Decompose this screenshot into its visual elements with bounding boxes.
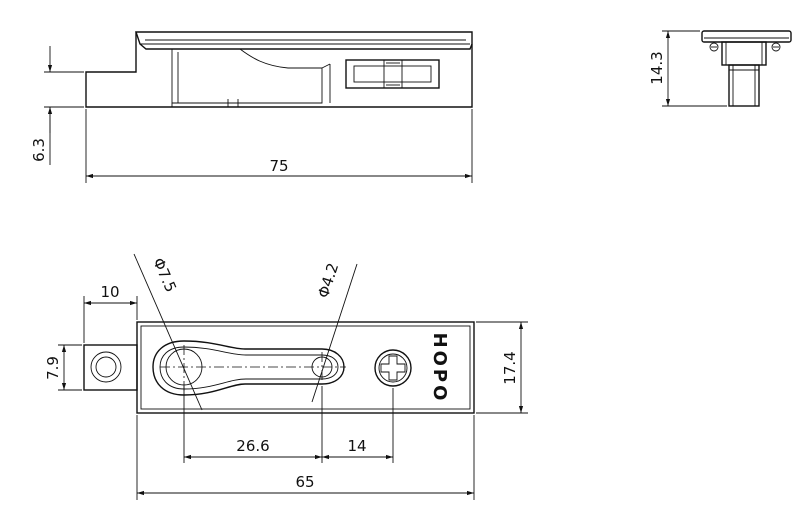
- side-view-slider-knob: [383, 59, 403, 89]
- side-view-slider-window: [345, 59, 440, 89]
- side-view-inner-line: [321, 63, 331, 69]
- dim-screw-offset-label: 14: [347, 437, 366, 455]
- dim-side-length-label: 75: [269, 157, 288, 175]
- top-view-base-plate: [136, 321, 475, 414]
- top-view-keyhole-slot: [152, 340, 345, 396]
- top-view-screw-rim: [378, 353, 408, 383]
- end-view-neck: [721, 41, 767, 66]
- dim-side-height-label: 6.3: [30, 138, 48, 162]
- end-view-screw: [771, 42, 781, 52]
- side-view-slider: [353, 65, 432, 83]
- side-view-body: [85, 32, 473, 108]
- end-view-cap: [701, 30, 792, 43]
- top-view-boss: [83, 344, 138, 391]
- dim-leader: [133, 253, 203, 411]
- top-view: HOPO 10 7.9 Φ7.5 Φ4.2 26.6 14 65: [44, 253, 528, 500]
- top-view-boss-hole: [95, 356, 117, 378]
- end-view-screw: [709, 42, 719, 52]
- phillips-icon: [380, 355, 406, 381]
- side-view-inner-contour: [171, 48, 323, 104]
- dim-end-height-label: 14.3: [648, 51, 666, 84]
- dim-small-diameter-label: Φ4.2: [314, 261, 342, 300]
- top-view-boss-ring: [90, 351, 122, 383]
- dim-leader: [311, 263, 358, 403]
- dim-base-width-label: 17.4: [501, 351, 519, 384]
- dim-slot-length-label: 26.6: [236, 437, 269, 455]
- hopo-logo: HOPO: [429, 333, 450, 404]
- side-view-top-cap: [135, 31, 473, 50]
- end-view-stem: [728, 64, 760, 107]
- top-view-keyhole-inner: [159, 346, 339, 390]
- hopo-logo-text: HOPO: [429, 333, 450, 404]
- top-view-screw-head: [374, 349, 412, 387]
- top-view-base-inner: [140, 325, 471, 410]
- dim-large-diameter-label: Φ7.5: [149, 255, 180, 295]
- side-view: 6.3 75: [30, 31, 473, 183]
- dim-boss-height-label: 7.9: [44, 356, 62, 380]
- dim-boss-width-label: 10: [100, 283, 119, 301]
- end-view: 14.3: [648, 30, 792, 107]
- dim-base-length-label: 65: [295, 473, 314, 491]
